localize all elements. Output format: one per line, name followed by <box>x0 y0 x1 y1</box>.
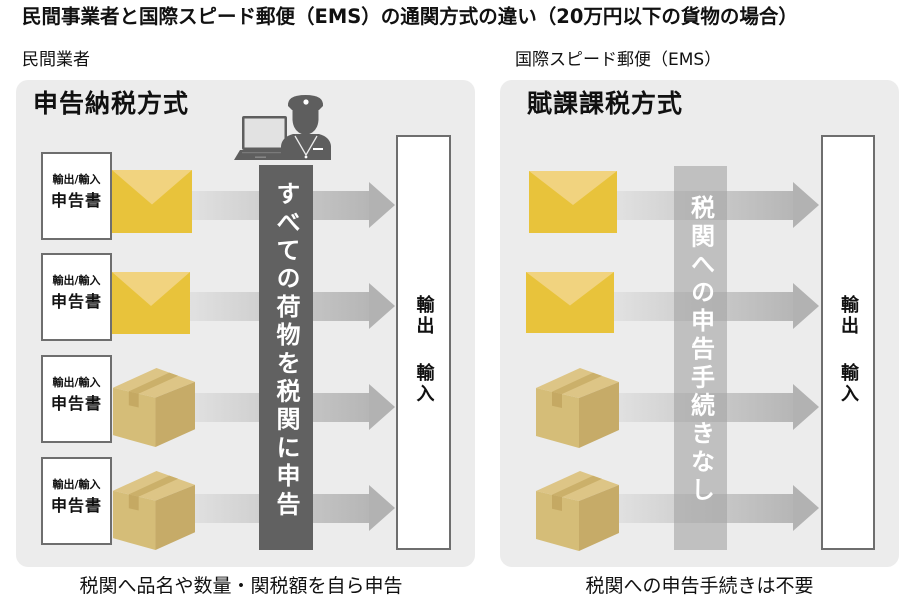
laptop-icon <box>234 116 287 160</box>
declaration-form: 輸出/輸入 申告書 <box>41 355 112 443</box>
package-box-icon <box>113 470 195 551</box>
envelope-icon <box>112 272 190 334</box>
diagram-title: 民間事業者と国際スピード郵便（EMS）の通関方式の違い（20万円以下の貨物の場合… <box>22 5 798 28</box>
declaration-form-name: 申告書 <box>50 191 102 210</box>
declaration-form: 輸出/輸入 申告書 <box>41 152 112 240</box>
declaration-form-type: 輸出/輸入 <box>52 478 101 491</box>
no-declaration-text: 税関への申告手続きなし <box>686 195 715 506</box>
declaration-form-type: 輸出/輸入 <box>52 274 101 287</box>
import-label: 輸入 <box>838 363 859 405</box>
export-label: 輸出 <box>838 295 859 337</box>
package-box-icon <box>536 368 619 448</box>
right-caption: 税関への申告手続きは不要 <box>585 575 814 597</box>
customs-declaration-bar: すべての荷物を税関に申告 <box>259 165 313 550</box>
envelope-icon <box>529 171 617 233</box>
left-method-title: 申告納税方式 <box>33 89 190 118</box>
envelope-icon <box>526 272 614 333</box>
declaration-form-name: 申告書 <box>50 292 102 311</box>
declaration-form-type: 輸出/輸入 <box>52 376 101 389</box>
export-label: 輸出 <box>413 295 435 337</box>
customs-officer-with-laptop-icon <box>230 92 335 162</box>
export-import-box: 輸出 輸入 <box>821 135 875 550</box>
customs-declaration-text: すべての荷物を税関に申告 <box>272 181 300 520</box>
declaration-form-name: 申告書 <box>50 496 102 515</box>
customs-officer-icon <box>281 95 331 160</box>
export-import-box: 輸出 輸入 <box>396 135 451 550</box>
left-caption: 税関へ品名や数量・関税額を自ら申告 <box>79 575 403 597</box>
envelope-icon <box>112 170 192 233</box>
right-section-label: 国際スピード郵便（EMS） <box>515 50 722 70</box>
declaration-form: 輸出/輸入 申告書 <box>41 457 112 545</box>
import-label: 輸入 <box>413 363 435 405</box>
no-declaration-bar: 税関への申告手続きなし <box>674 166 727 550</box>
declaration-form-type: 輸出/輸入 <box>52 173 101 186</box>
package-box-icon <box>113 367 195 448</box>
left-section-label: 民間業者 <box>22 50 90 70</box>
package-box-icon <box>536 471 619 551</box>
declaration-form-name: 申告書 <box>50 394 102 413</box>
declaration-form: 輸出/輸入 申告書 <box>41 253 112 341</box>
right-method-title: 賦課課税方式 <box>527 89 684 118</box>
